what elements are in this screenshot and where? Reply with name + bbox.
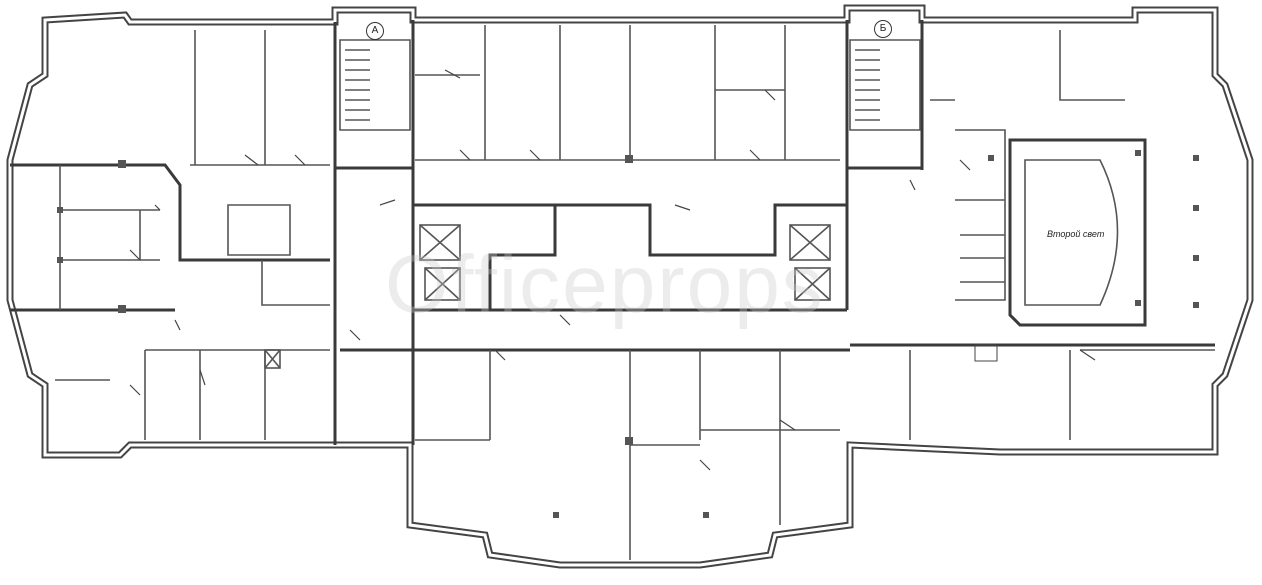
interior-walls [10, 20, 1215, 560]
columns [57, 150, 1199, 518]
room-label-double-height: Второй свет [1047, 229, 1105, 239]
elevators [264, 224, 831, 369]
axis-label-b: Б [874, 20, 892, 38]
doors [129, 69, 1096, 471]
axis-label-a: А [366, 22, 384, 40]
